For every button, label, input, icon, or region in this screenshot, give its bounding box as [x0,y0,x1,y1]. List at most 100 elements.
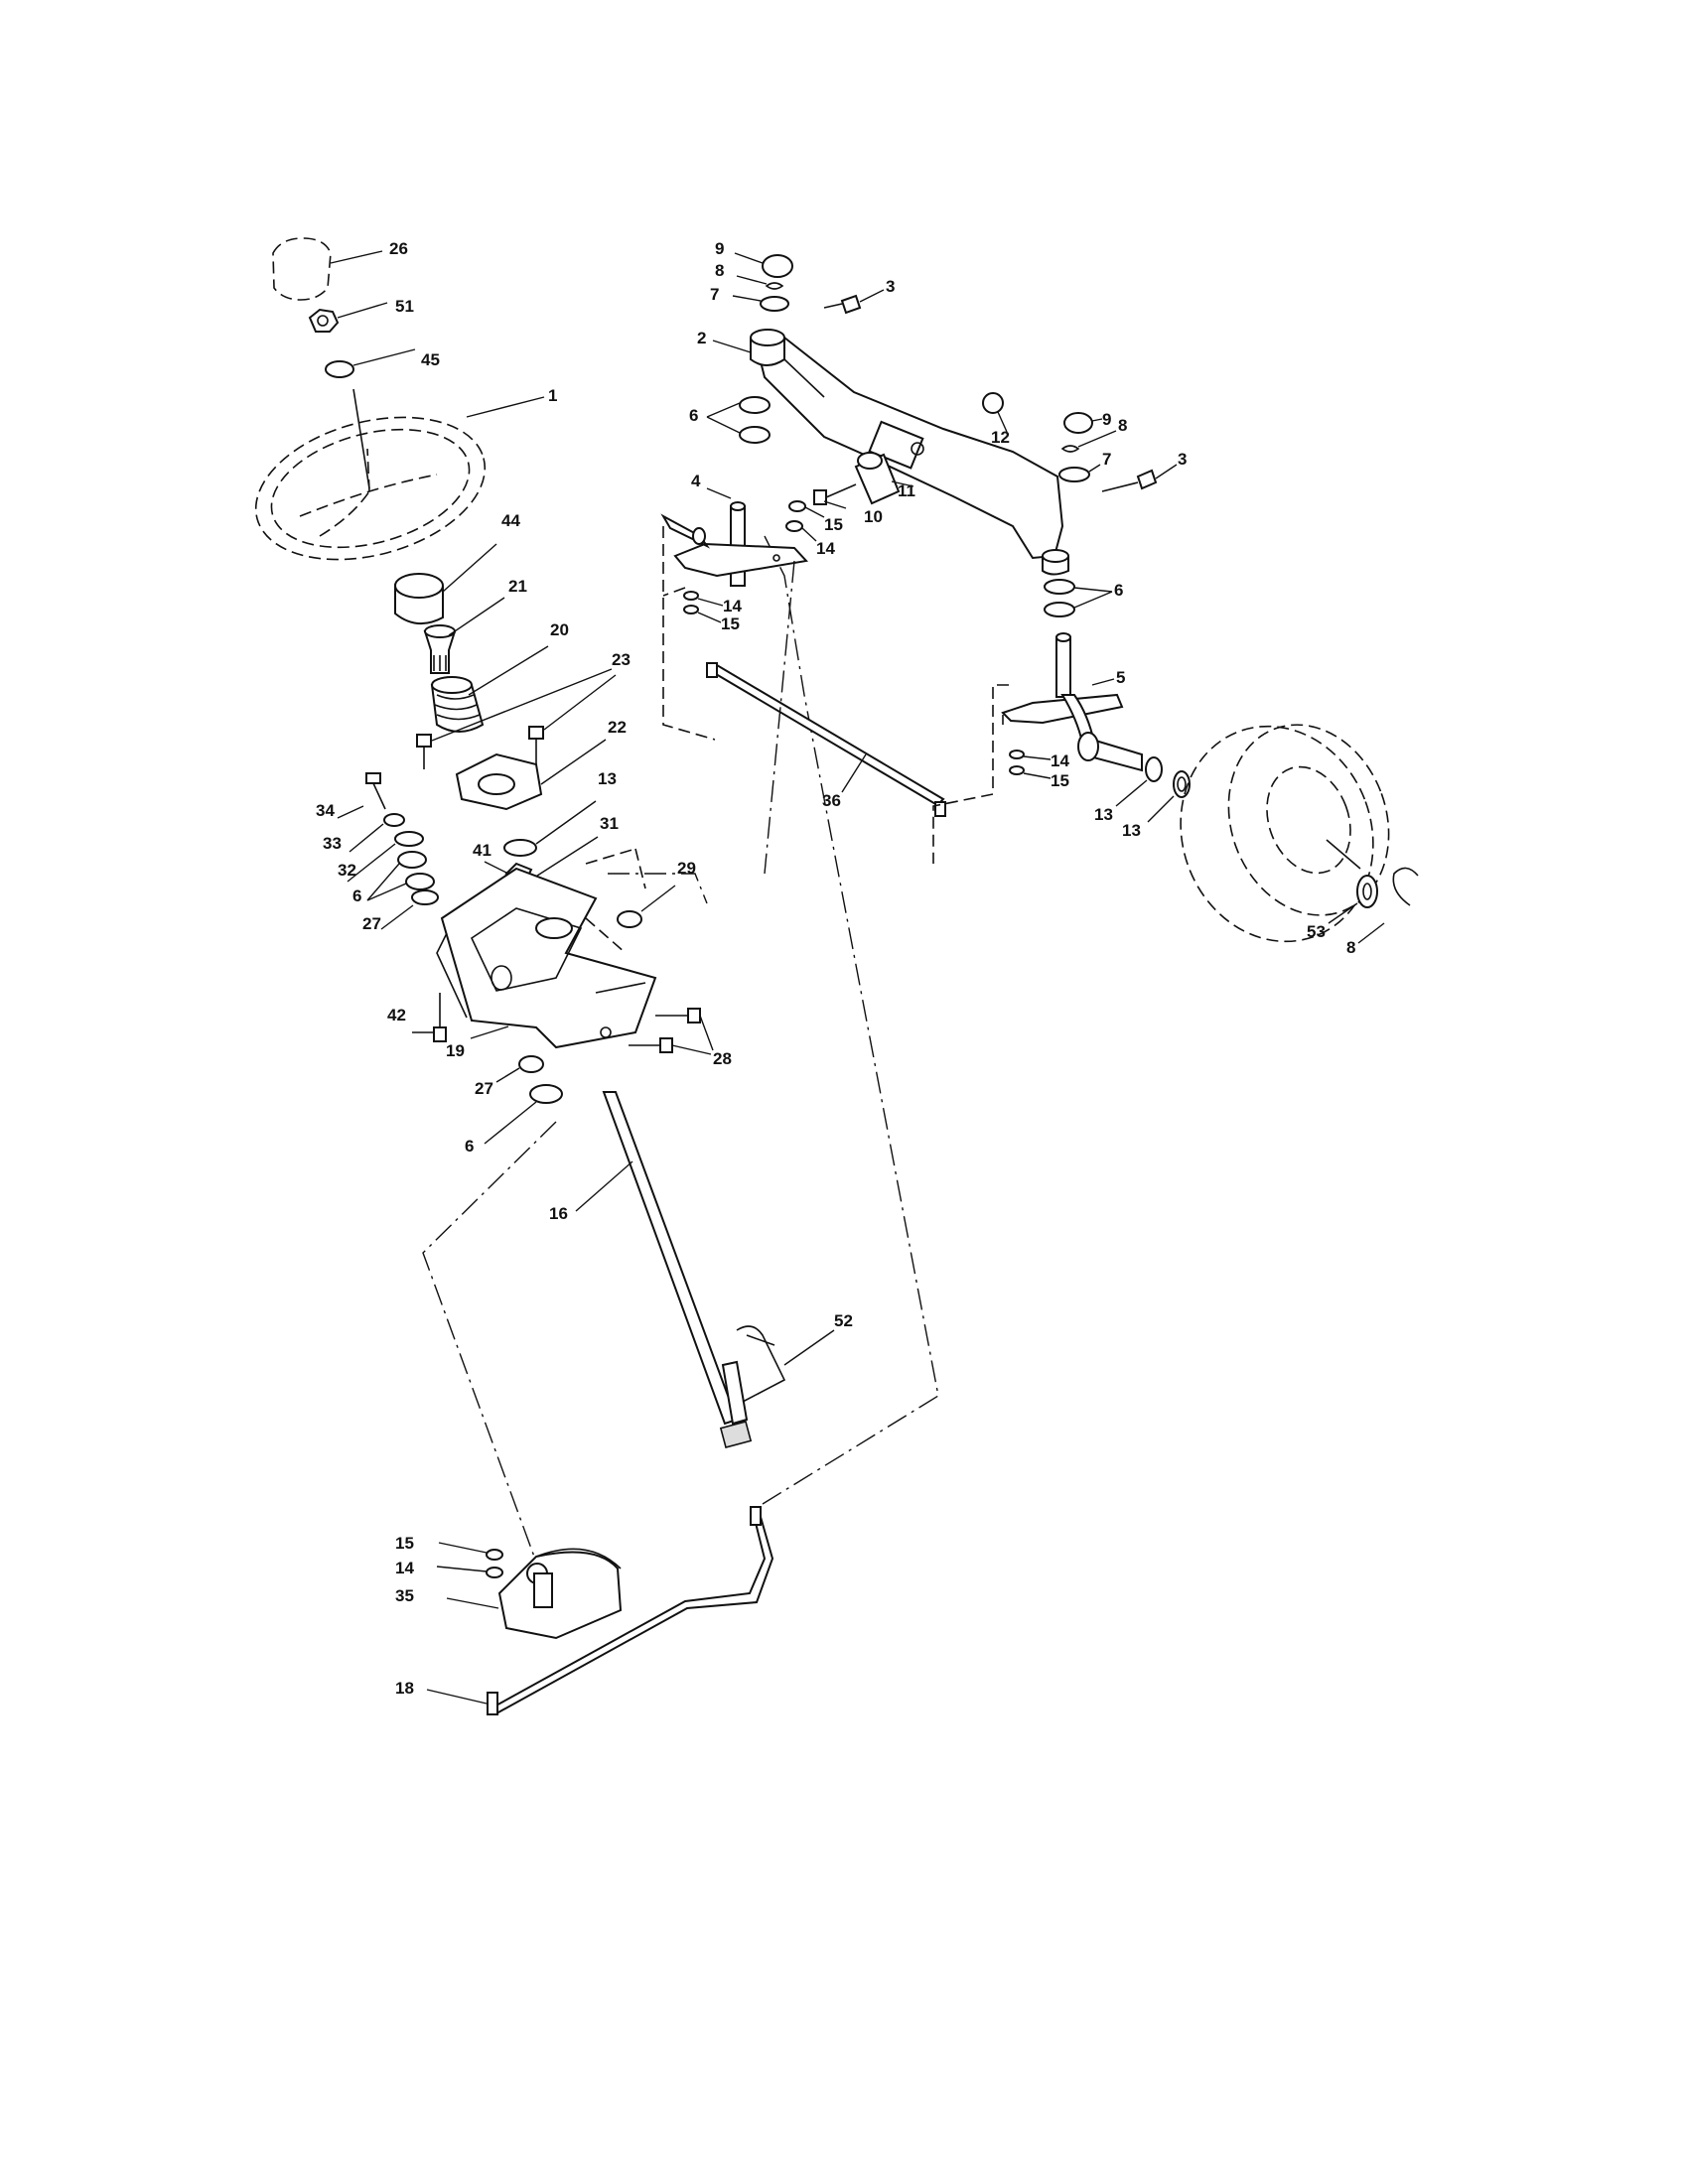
callout-8-left: 8 [715,261,724,280]
steering-wheel [254,388,545,561]
lock-washer-33 [349,813,405,853]
callout-20: 20 [550,620,569,639]
frame-outline-left [662,526,716,741]
callout-15-mid: 15 [721,614,740,633]
callout-36: 36 [822,791,841,810]
callout-15-lower: 15 [395,1534,414,1553]
grease-cap-9-left [734,252,793,278]
steering-nut [308,302,388,333]
nut-15-lower [438,1542,503,1561]
bolt-34 [337,772,386,819]
steering-bushing [394,543,497,624]
drag-link-18 [426,1506,774,1715]
flat-washer-32 [347,831,424,883]
centerline-bracket-right [608,873,708,904]
callout-19: 19 [446,1041,465,1060]
callout-42: 42 [387,1006,406,1024]
callout-3-left: 3 [886,277,895,296]
callout-14-right: 14 [1051,751,1069,770]
callout-8-right: 8 [1118,416,1127,435]
axle-beam-2 [712,329,1064,560]
lockwasher-14-right [1009,750,1052,760]
callout-1: 1 [548,386,557,405]
washer-53 [1328,875,1378,924]
callout-4: 4 [691,472,701,490]
lockwasher-14-mid [683,591,724,607]
nut-15-upper [788,500,825,518]
callout-45: 45 [421,350,440,369]
callout-28: 28 [713,1049,732,1068]
callout-22: 22 [608,718,627,737]
callout-33: 33 [323,834,342,853]
steering-shaft-16 [575,1091,753,1449]
spindle-arm-left [660,513,808,578]
spacer-11 [854,452,914,505]
callout-29: 29 [677,859,696,878]
callout-labels: 26 51 45 1 44 21 20 23 22 34 33 32 6 27 … [316,239,1355,1698]
bearing-6-upper-left [366,851,435,901]
callout-11: 11 [898,481,915,500]
callout-8-right-wheel: 8 [1346,938,1355,957]
callout-6-right: 6 [1114,581,1123,600]
cotter-8-right [1060,430,1117,453]
tie-rod-36 [706,662,946,817]
washer-13-right-a [1115,756,1163,807]
front-tire [1180,724,1390,943]
sector-gear-35 [446,1548,623,1640]
nut-29 [617,885,676,928]
callout-44: 44 [501,511,520,530]
bolt-28 [629,1008,714,1055]
washer-7-right [1058,464,1101,482]
callout-53: 53 [1307,922,1326,941]
centerline-column [422,1121,557,1558]
retaining-ring-8 [1357,867,1419,944]
bearing-6-upper-right [706,396,771,444]
callout-13-right-a: 13 [1094,805,1113,824]
bearing-6-right [1042,549,1113,617]
washer-13-left [503,800,597,857]
callout-41: 41 [473,841,491,860]
callout-6-upper-right: 6 [689,406,698,425]
callout-51: 51 [395,297,414,316]
callout-34: 34 [316,801,335,820]
callout-12: 12 [991,428,1010,447]
column-mount-plate [455,739,607,811]
callout-9-left: 9 [715,239,724,258]
callout-7-left: 7 [710,285,719,304]
frame-outline-mid [662,587,686,597]
callout-15-upper: 15 [824,515,843,534]
callout-2: 2 [697,329,706,347]
callout-13-left: 13 [598,769,617,788]
callout-18: 18 [395,1679,414,1698]
callout-35: 35 [395,1586,414,1605]
callout-23: 23 [612,650,631,669]
bolt-23 [416,668,617,769]
nut-15-right [1009,765,1052,779]
nut-12 [982,392,1008,433]
callout-32: 32 [338,861,356,880]
lockwasher-14-upper [785,520,817,542]
callout-13-right-b: 13 [1122,821,1141,840]
frame-centerline-right [764,560,795,875]
callout-14-mid: 14 [723,597,742,615]
callout-27-lower: 27 [475,1079,493,1098]
washer-7-left [732,295,789,312]
callout-5: 5 [1116,668,1125,687]
bolt-42 [412,993,447,1042]
cotter-8-left [736,275,784,290]
frame-outline-right [932,684,1009,864]
callout-15-right: 15 [1051,771,1069,790]
spacer-27-lower [495,1055,544,1083]
callout-21: 21 [508,577,527,596]
steering-adapter [423,597,505,674]
callout-6-lower-left: 6 [465,1137,474,1156]
nut-15-mid [683,605,722,623]
callout-16: 16 [549,1204,568,1223]
spindle-5 [1001,632,1143,772]
callout-52: 52 [834,1311,853,1330]
grease-cap-9-right [1063,412,1103,434]
bearing-6-lower-left [484,1084,563,1145]
bolt-10 [813,483,857,509]
steering-bracket-19 [436,848,657,1049]
